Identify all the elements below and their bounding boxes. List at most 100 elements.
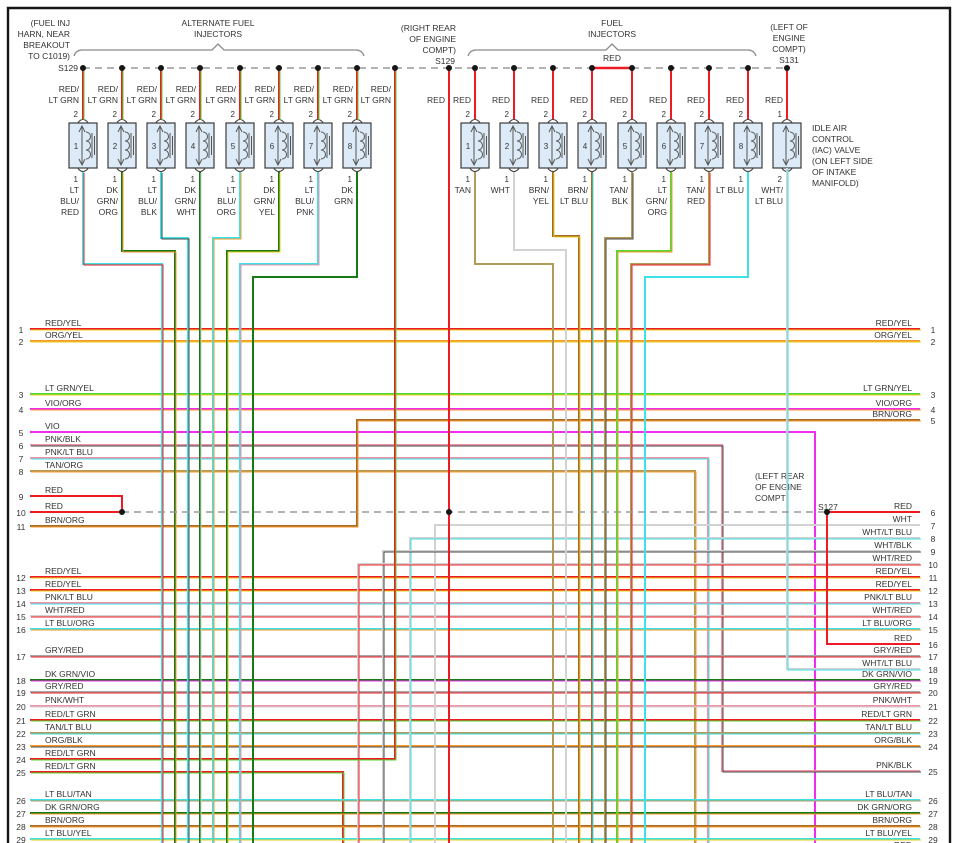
row-number-right: 22 — [928, 716, 938, 726]
injector-number: 8 — [348, 142, 353, 151]
bracket-alternate-injectors — [73, 43, 365, 57]
pin-number-top: 2 — [231, 110, 236, 119]
row-label-right: DK GRN/VIO — [862, 669, 912, 679]
wire-row-left-9 — [30, 494, 124, 512]
wire-color-label-top: RED/ — [176, 84, 197, 94]
wire-row-left-23 — [30, 744, 922, 748]
splice-dot — [119, 65, 125, 71]
wire-row-left-4 — [30, 407, 922, 411]
wire-row-left-3 — [30, 392, 922, 396]
injector-box — [264, 122, 294, 169]
wire-row-left-25 — [30, 770, 345, 843]
wire-color-label-bottom: YEL — [533, 196, 549, 206]
row-number-left: 16 — [16, 625, 26, 635]
row-number-left: 26 — [16, 796, 26, 806]
pin-number-bottom: 1 — [231, 175, 236, 184]
wire-color-label-bottom: DK — [263, 185, 275, 195]
splice-dot — [237, 65, 243, 71]
s127-note-line: COMPT) — [755, 493, 789, 503]
row-label-left: RED/YEL — [45, 318, 82, 328]
engine-note-line: COMPT) — [422, 45, 456, 55]
pin-number-bottom: 1 — [583, 175, 588, 184]
row-number-left: 29 — [16, 835, 26, 843]
pin-number-bottom: 1 — [270, 175, 275, 184]
wire-row-left-27 — [30, 811, 922, 815]
row-label-right: GRY/RED — [873, 681, 912, 691]
row-label-right: RED/YEL — [876, 318, 913, 328]
diagram-frame — [6, 6, 952, 843]
harness-note-line: BREAKOUT — [23, 40, 70, 50]
wire-row-left-7 — [30, 456, 710, 843]
harness-note-line: HARN, NEAR — [18, 29, 70, 39]
row-label-right: LT BLU/ORG — [862, 618, 912, 628]
row-label-right: BRN/ORG — [872, 409, 912, 419]
wire-color-label-bottom: LT — [658, 185, 667, 195]
row-number-right: 11 — [929, 573, 938, 583]
row-number-right: 14 — [928, 612, 938, 622]
wire-row-left-28 — [30, 824, 922, 828]
pin-number-top: 2 — [739, 110, 744, 119]
wire-color-label-top: RED — [610, 95, 628, 105]
row-label-right: PNK/LT BLU — [864, 592, 912, 602]
row-number-right: 28 — [928, 822, 938, 832]
injector-bank2-1 — [460, 119, 490, 172]
row-label-left: ORG/YEL — [45, 330, 83, 340]
pin-number-bottom: 1 — [152, 175, 157, 184]
row-number-left: 1 — [19, 325, 24, 335]
row-number-left: 8 — [19, 467, 24, 477]
pin-number-top: 2 — [270, 110, 275, 119]
row-number-left: 10 — [16, 508, 26, 518]
injector-number: 6 — [270, 142, 275, 151]
injector-top-wire — [238, 70, 242, 121]
wire-row-left-1 — [30, 327, 922, 331]
injector-bank2-8 — [733, 119, 763, 172]
splice-dot — [784, 65, 790, 71]
injector-top-wire — [198, 70, 202, 121]
wire-color-label-bottom: WHT — [177, 207, 196, 217]
row-number-left: 25 — [16, 768, 26, 778]
splice-dot — [550, 65, 556, 71]
injector-top-wire — [316, 70, 320, 121]
row-label-left: ORG/BLK — [45, 735, 83, 745]
injector-bottom-wire — [211, 172, 242, 843]
row-label-right: WHT/LT BLU — [862, 527, 912, 537]
wire-color-label-bottom: ORG — [99, 207, 118, 217]
pin-number-top: 2 — [623, 110, 628, 119]
wire-color-label-top: RED — [649, 95, 667, 105]
row-number-left: 20 — [16, 702, 26, 712]
injector-top-wire — [81, 70, 85, 121]
wire-color-label-bottom: BLU/ — [60, 196, 80, 206]
row-label-left: RED/YEL — [45, 566, 82, 576]
wire-color-label: RED — [427, 95, 445, 105]
bank2-title-line: INJECTORS — [588, 29, 636, 39]
wire-color-label-bottom: BLU/ — [138, 196, 158, 206]
wire-color-label-top: RED — [453, 95, 471, 105]
injector-number: 7 — [309, 142, 314, 151]
injector-bottom-wire — [512, 172, 568, 843]
wire-color-label-top: RED/ — [137, 84, 158, 94]
row-number-right: 29 — [928, 835, 938, 843]
pin-number-top: 2 — [544, 110, 549, 119]
bank2-title-line: FUEL — [601, 18, 623, 28]
wire-color-label-top: RED — [531, 95, 549, 105]
iac-bottom-wire — [785, 168, 922, 671]
wire-row-left-15 — [30, 614, 922, 618]
wire-color-label-top: RED — [765, 95, 783, 105]
wire-color-label-bottom: TAN — [455, 185, 471, 195]
wire-color-label-bottom: TAN/ — [686, 185, 705, 195]
wire-color-label-top: RED — [726, 95, 744, 105]
row-number-right: 9 — [931, 547, 936, 557]
row-number-right: 27 — [928, 809, 938, 819]
row-label-right: RED/YEL — [876, 566, 913, 576]
pin-number-bottom: 1 — [662, 175, 667, 184]
row-label-left: RED/LT GRN — [45, 748, 96, 758]
row-label-right: ORG/BLK — [874, 735, 912, 745]
pin-number-top: 2 — [466, 110, 471, 119]
wire-color-label-bottom: DK — [184, 185, 196, 195]
wire-color-label-top: LT GRN — [206, 95, 236, 105]
row-label-left: RED — [45, 485, 63, 495]
row-number-left: 2 — [19, 337, 24, 347]
wire-color-label-bottom: LT BLU — [755, 196, 783, 206]
row-label-left: TAN/ORG — [45, 460, 83, 470]
